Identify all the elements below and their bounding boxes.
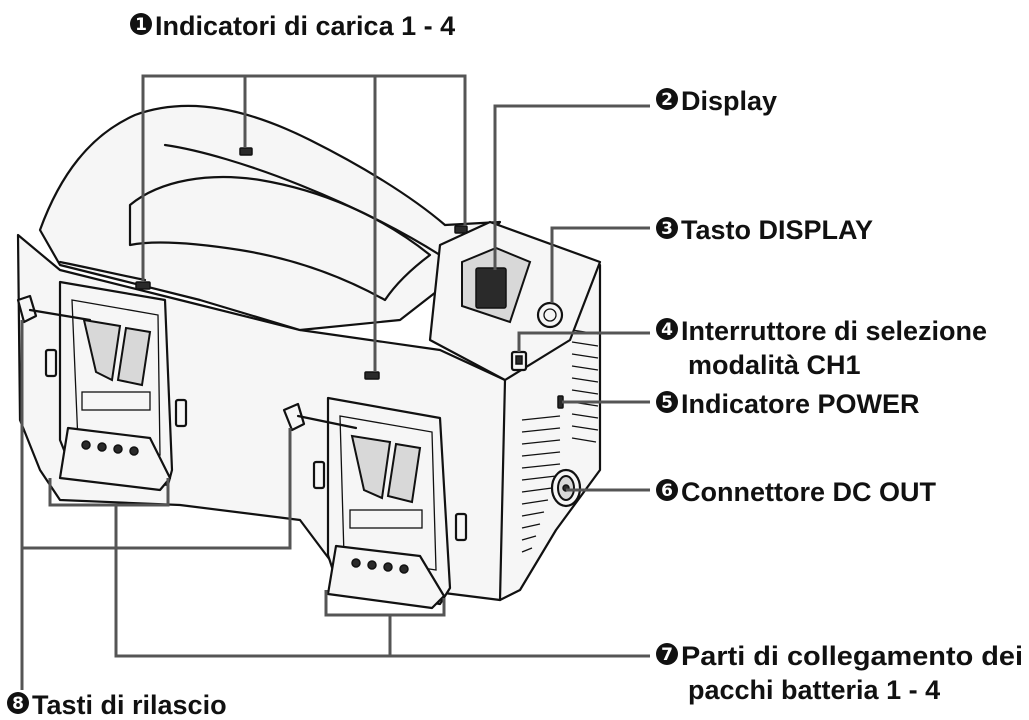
callout-8-label: Tasti di rilascio xyxy=(32,690,227,720)
charge-indicator-3 xyxy=(364,371,380,380)
leader-1 xyxy=(141,74,467,282)
callout-3-label: Tasto DISPLAY xyxy=(681,215,873,245)
charger-illustration xyxy=(16,104,602,610)
callout-5-label: Indicatore POWER xyxy=(681,389,920,419)
side-vent-grille xyxy=(521,329,599,553)
svg-text:3: 3 xyxy=(661,219,673,239)
callout-3: 3 Tasto DISPLAY xyxy=(656,215,873,245)
callout-6: 6 Connettore DC OUT xyxy=(656,477,936,507)
display-button[interactable] xyxy=(536,301,564,329)
leader-8 xyxy=(20,320,292,550)
svg-text:8: 8 xyxy=(12,694,24,714)
svg-text:4: 4 xyxy=(661,320,673,340)
svg-text:2: 2 xyxy=(661,90,673,110)
charge-indicator-1 xyxy=(135,281,151,290)
leader-4 xyxy=(517,331,650,352)
svg-text:1: 1 xyxy=(135,15,147,35)
svg-text:6: 6 xyxy=(661,481,673,501)
carrying-handle xyxy=(38,104,502,332)
leader-7 xyxy=(114,555,650,658)
callout-1-label: Indicatori di carica 1 - 4 xyxy=(155,11,455,41)
battery-mount-right xyxy=(312,396,468,610)
callout-4: 4 Interruttore di selezione modalità CH1 xyxy=(656,316,987,380)
svg-text:5: 5 xyxy=(661,393,673,413)
release-button-right[interactable] xyxy=(282,402,358,432)
callout-7-label: Parti di collegamento dei xyxy=(681,641,1023,671)
handle-grip-slot xyxy=(128,175,432,302)
callout-1: 1 Indicatori di carica 1 - 4 xyxy=(130,11,455,41)
leader-lines xyxy=(20,74,650,690)
callout-7: 7 Parti di collegamento dei pacchi batte… xyxy=(656,641,1023,705)
charge-indicator-2 xyxy=(239,147,253,156)
display-inner xyxy=(475,267,507,309)
battery-mount-left xyxy=(44,280,188,492)
callout-8: 8 Tasti di rilascio xyxy=(7,690,227,720)
callout-4-label: Interruttore di selezione xyxy=(681,316,987,346)
leader-3 xyxy=(550,226,650,303)
callout-2-label: Display xyxy=(681,86,777,116)
callout-5: 5 Indicatore POWER xyxy=(656,389,920,419)
dc-out-connector[interactable] xyxy=(550,468,582,508)
leader-2 xyxy=(493,104,650,270)
release-button-left[interactable] xyxy=(16,294,92,324)
callout-7-label-line2: pacchi batteria 1 - 4 xyxy=(688,675,940,705)
callout-2: 2 Display xyxy=(656,86,777,116)
callout-4-label-line2: modalità CH1 xyxy=(688,350,861,380)
charge-indicator-4 xyxy=(454,225,468,234)
callout-6-label: Connettore DC OUT xyxy=(681,477,936,507)
svg-text:7: 7 xyxy=(661,645,673,665)
